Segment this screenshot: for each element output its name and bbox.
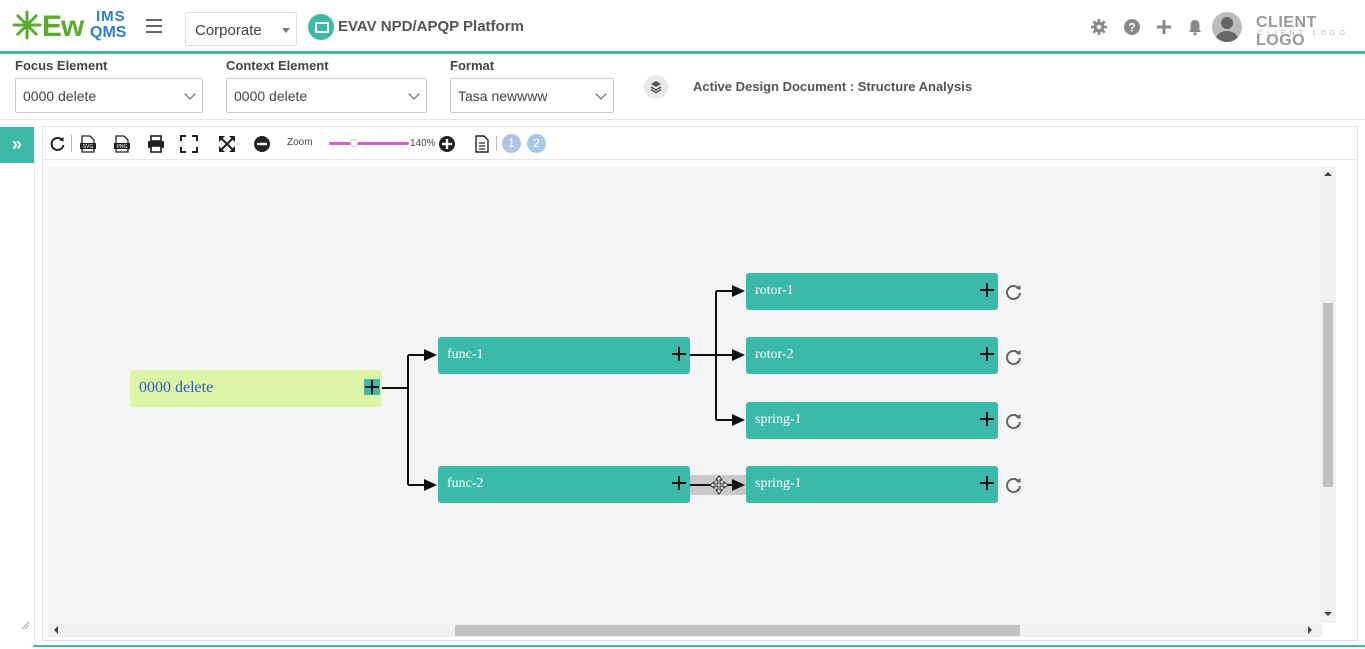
add-child-icon[interactable]: [364, 379, 380, 395]
tree-node-root[interactable]: 0000 delete: [130, 370, 382, 407]
png-export-icon[interactable]: PNG: [113, 135, 131, 153]
tree-node-rotor-1[interactable]: rotor-1: [746, 273, 998, 310]
format-value: Tasa newwww: [458, 88, 548, 104]
tree-node-label: rotor-2: [755, 347, 794, 362]
horizontal-scrollbar-thumb[interactable]: [455, 625, 1020, 636]
focus-element-label: Focus Element: [15, 58, 108, 73]
add-child-icon[interactable]: [980, 412, 994, 426]
focus-element-value: 0000 delete: [23, 88, 97, 104]
format-label: Format: [450, 58, 495, 73]
logo-bottom-text: QMS: [90, 24, 127, 41]
zoom-out-icon[interactable]: [253, 135, 271, 153]
tree-node-spring-1b[interactable]: spring-1: [746, 466, 998, 503]
bottom-accent-line: [33, 645, 1365, 647]
context-element-label: Context Element: [226, 58, 329, 73]
diagram-canvas[interactable]: 0000 delete func-1 func-2 rotor-1 rotor-…: [48, 167, 1336, 623]
focus-element-select[interactable]: 0000 delete: [15, 78, 203, 113]
tree-node-label: rotor-1: [755, 283, 794, 298]
connector-lines: [380, 285, 746, 495]
format-select[interactable]: Tasa newwww: [450, 78, 614, 113]
chevron-down-icon: [184, 88, 196, 100]
context-element-select[interactable]: 0000 delete: [226, 78, 427, 113]
layers-icon: [650, 81, 662, 94]
tree-node-rotor-2[interactable]: rotor-2: [746, 337, 998, 374]
reload-icon[interactable]: [1005, 412, 1023, 430]
page-1-button[interactable]: 1: [502, 134, 521, 153]
scroll-right-icon[interactable]: [1307, 626, 1313, 634]
svg-export-icon[interactable]: SVG: [79, 135, 97, 153]
menu-icon[interactable]: [146, 19, 162, 33]
print-icon[interactable]: [147, 135, 165, 153]
logo-top-text: IMS: [96, 8, 126, 25]
organization-select-value: Corporate: [195, 22, 262, 39]
add-child-icon[interactable]: [980, 476, 994, 490]
zoom-value: 140%: [410, 138, 436, 149]
organization-select[interactable]: Corporate: [185, 12, 297, 46]
vertical-scrollbar[interactable]: [1321, 167, 1335, 623]
chevron-down-icon: [408, 88, 420, 100]
zoom-in-icon[interactable]: [438, 135, 456, 153]
page-2-button[interactable]: 2: [527, 134, 546, 153]
document-icon[interactable]: [473, 135, 491, 153]
help-icon[interactable]: ?: [1123, 18, 1141, 36]
plus-icon[interactable]: [1155, 18, 1173, 36]
tree-node-func-1[interactable]: func-1: [438, 337, 690, 374]
add-child-icon[interactable]: [672, 347, 686, 361]
move-cursor-icon: [709, 475, 729, 495]
reload-icon[interactable]: [1005, 283, 1023, 301]
sidebar-expand-button[interactable]: »: [0, 127, 34, 163]
reload-icon[interactable]: [1005, 476, 1023, 494]
reload-icon[interactable]: [1005, 348, 1023, 366]
zoom-slider[interactable]: [329, 142, 409, 145]
bell-icon[interactable]: [1186, 18, 1204, 36]
context-element-value: 0000 delete: [234, 88, 308, 104]
resize-grip-icon[interactable]: [20, 620, 30, 630]
diagram-toolbar: SVG PNG Zoom 140%: [43, 127, 1357, 160]
refresh-icon[interactable]: [49, 135, 67, 153]
scroll-left-icon[interactable]: [53, 626, 59, 634]
active-design-document: Active Design Document : Structure Analy…: [693, 79, 973, 94]
sidebar-collapsed: [0, 127, 35, 642]
tree-node-label: spring-1: [755, 476, 802, 491]
fit-screen-icon[interactable]: [180, 135, 198, 153]
expand-icon[interactable]: [218, 135, 236, 153]
tree-node-label: spring-1: [755, 412, 802, 427]
client-logo: CLIENT LOGO: [1256, 14, 1317, 49]
zoom-slider-handle[interactable]: [350, 139, 358, 147]
svg-text:?: ?: [1128, 21, 1135, 35]
tree-node-spring-1[interactable]: spring-1: [746, 402, 998, 439]
tree-node-label: func-1: [447, 347, 484, 362]
filter-bar: Focus Element 0000 delete Context Elemen…: [0, 54, 1365, 120]
layers-button[interactable]: [644, 75, 668, 99]
tree-node-label: func-2: [447, 476, 484, 491]
logo-main-text: Ew: [42, 10, 84, 43]
tree-node-func-2[interactable]: func-2: [438, 466, 690, 503]
chevron-down-icon: [595, 88, 607, 100]
diagram-panel: SVG PNG Zoom 140%: [42, 126, 1358, 641]
scroll-down-icon[interactable]: [1324, 611, 1332, 617]
svg-text:SVG: SVG: [83, 144, 94, 150]
avatar[interactable]: [1212, 12, 1242, 42]
add-child-icon[interactable]: [672, 476, 686, 490]
app-logo[interactable]: Ew IMS QMS: [12, 8, 130, 46]
client-logo-subtext: CLIENT LOGO: [1258, 30, 1349, 37]
horizontal-scrollbar[interactable]: [48, 623, 1322, 637]
top-navbar: Ew IMS QMS Corporate EVAV NPD/APQP Platf…: [0, 0, 1365, 54]
scroll-up-icon[interactable]: [1324, 171, 1332, 177]
svg-text:PNG: PNG: [117, 144, 128, 150]
gear-icon[interactable]: [1090, 18, 1108, 36]
monitor-icon: [308, 14, 334, 40]
vertical-scrollbar-thumb[interactable]: [1323, 303, 1333, 487]
tree-node-label: 0000 delete: [139, 379, 214, 396]
platform-title: EVAV NPD/APQP Platform: [338, 18, 524, 35]
caret-down-icon: [282, 28, 290, 33]
add-child-icon[interactable]: [980, 283, 994, 297]
add-child-icon[interactable]: [980, 347, 994, 361]
logo-star-icon: [12, 10, 42, 40]
zoom-label: Zoom: [287, 137, 313, 148]
